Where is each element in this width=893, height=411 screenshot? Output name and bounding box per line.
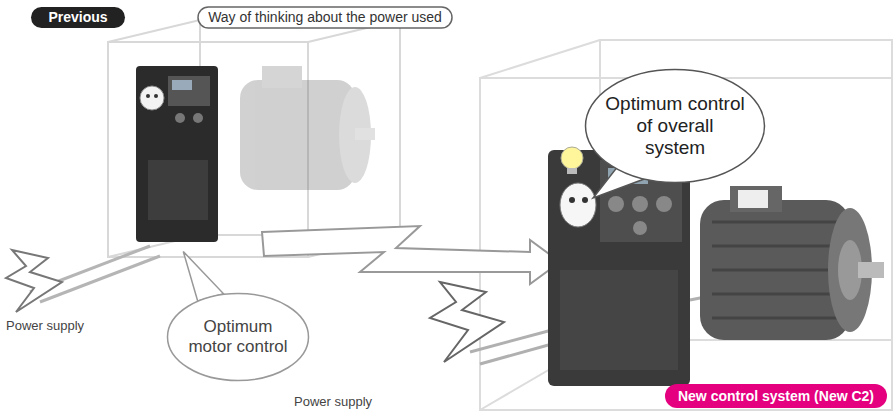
node-text: Previous xyxy=(48,9,107,25)
power-label: Power supply xyxy=(4,318,86,333)
lightning xyxy=(6,250,62,312)
power-label: Power supply xyxy=(292,394,374,409)
motor xyxy=(240,66,375,190)
node-text: Optimum motor control xyxy=(182,317,294,356)
badge: Previous xyxy=(30,6,126,29)
node-text: Optimum control of overall system xyxy=(604,93,746,159)
callout-ellipse: Optimum motor control xyxy=(166,292,310,382)
power-arrow xyxy=(262,226,560,284)
speech-bubble: Optimum control of overall system xyxy=(584,68,766,184)
inverter xyxy=(136,66,218,242)
node-text: New control system (New C2) xyxy=(678,388,874,404)
faded-cube xyxy=(108,20,400,257)
band: New control system (New C2) xyxy=(664,383,888,409)
lightning xyxy=(430,282,504,362)
wire xyxy=(30,246,160,302)
node-text: Way of thinking about the power used xyxy=(208,9,442,25)
heading-pill: Way of thinking about the power used xyxy=(197,6,453,29)
faded-cube xyxy=(480,40,892,410)
motor xyxy=(700,186,884,340)
